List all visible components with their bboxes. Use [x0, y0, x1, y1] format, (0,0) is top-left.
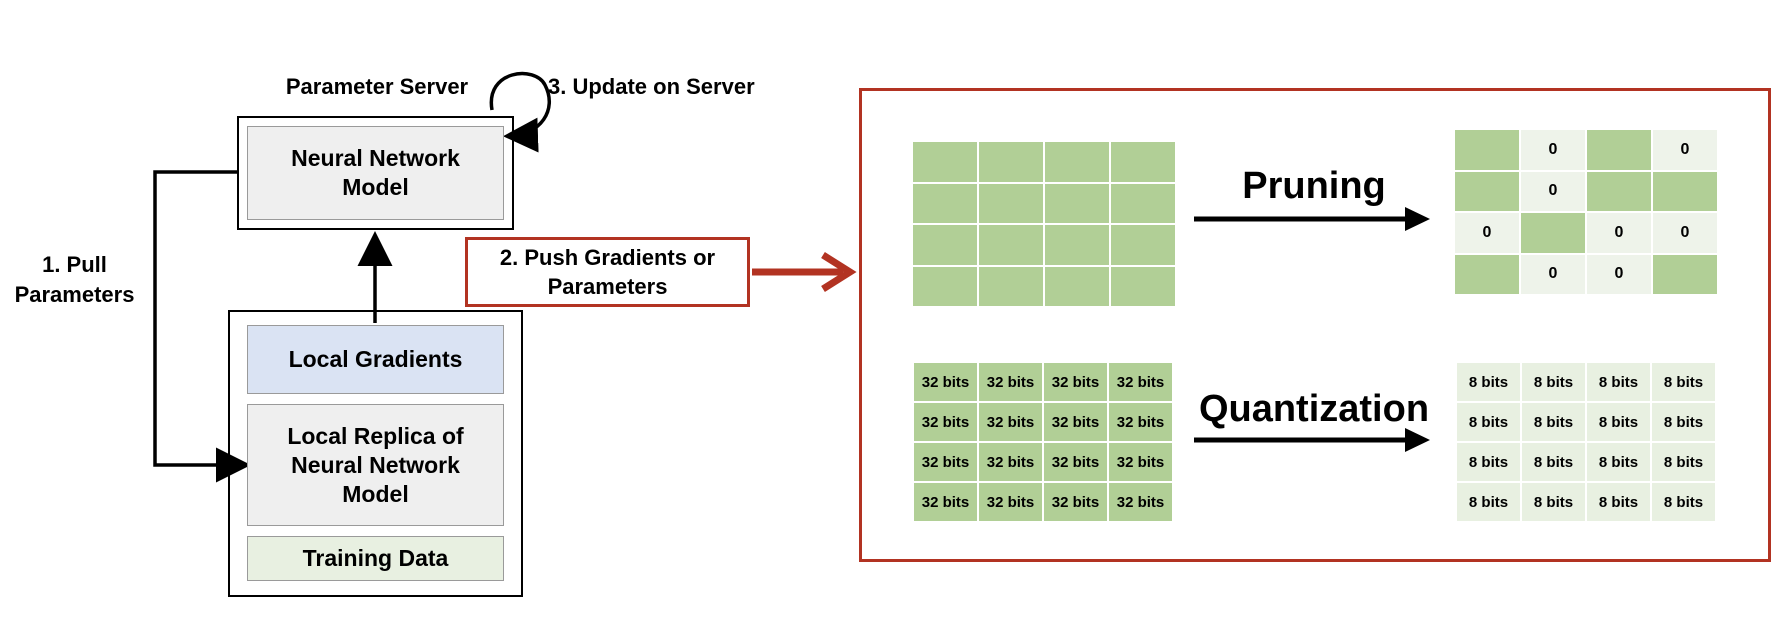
dense-cell	[1111, 142, 1175, 182]
dense-cell	[913, 142, 977, 182]
pruning-arrow-head	[1405, 207, 1430, 231]
dense-cell	[1111, 266, 1175, 306]
dense-cell	[979, 183, 1043, 223]
int8-cell: 8 bits	[1587, 403, 1650, 441]
int8-cell: 8 bits	[1457, 403, 1520, 441]
fp32-cell: 32 bits	[1109, 443, 1172, 481]
fp32-cell: 32 bits	[979, 443, 1042, 481]
pruned-cell: 0	[1587, 254, 1651, 294]
training-data-box: Training Data	[247, 536, 504, 581]
dense-cell	[913, 225, 977, 265]
int8-cell: 8 bits	[1522, 443, 1585, 481]
dense-cell	[979, 225, 1043, 265]
int8-cell: 8 bits	[1587, 363, 1650, 401]
local-replica-box: Local Replica of Neural Network Model	[247, 404, 504, 526]
pruned-cell	[1521, 213, 1585, 253]
push-gradients-box: 2. Push Gradients or Parameters	[465, 237, 750, 307]
int8-cell: 8 bits	[1652, 483, 1715, 521]
pruned-cell: 0	[1521, 254, 1585, 294]
pruned-cell	[1653, 171, 1717, 211]
pruned-cell: 0	[1587, 213, 1651, 253]
dense-cell	[1045, 183, 1109, 223]
int8-cell: 8 bits	[1522, 483, 1585, 521]
compression-panel	[859, 88, 1771, 562]
pruning-label: Pruning	[1242, 165, 1386, 207]
parameter-server-title: Parameter Server	[285, 74, 469, 99]
pruned-cell	[1587, 130, 1651, 170]
fp32-cell: 32 bits	[1044, 403, 1107, 441]
pruned-cell: 0	[1653, 213, 1717, 253]
fp32-cell: 32 bits	[1044, 363, 1107, 401]
fp32-cell: 32 bits	[914, 403, 977, 441]
quantization-arrow-head	[1405, 428, 1430, 452]
dense-matrix	[913, 142, 1175, 306]
push-arrow-head	[821, 252, 857, 292]
fp32-cell: 32 bits	[1109, 363, 1172, 401]
update-on-server-label: 3. Update on Server	[548, 74, 755, 99]
pruned-cell	[1455, 130, 1519, 170]
int8-cell: 8 bits	[1457, 483, 1520, 521]
worker-frame	[228, 310, 523, 597]
int8-cell: 8 bits	[1587, 443, 1650, 481]
int8-cell: 8 bits	[1652, 443, 1715, 481]
dense-cell	[913, 183, 977, 223]
fp32-cell: 32 bits	[979, 403, 1042, 441]
dense-cell	[913, 266, 977, 306]
server-model-box: Neural Network Model	[247, 126, 504, 220]
dense-cell	[1045, 266, 1109, 306]
fp32-cell: 32 bits	[1044, 443, 1107, 481]
pruned-cell: 0	[1521, 130, 1585, 170]
int8-cell: 8 bits	[1587, 483, 1650, 521]
update-loop-arrow	[489, 71, 551, 153]
dense-cell	[979, 266, 1043, 306]
int8-cell: 8 bits	[1457, 363, 1520, 401]
pruned-cell: 0	[1653, 130, 1717, 170]
dense-cell	[1045, 142, 1109, 182]
fp32-cell: 32 bits	[1044, 483, 1107, 521]
pull-parameters-label: 1. Pull Parameters	[14, 252, 135, 307]
dense-cell	[1045, 225, 1109, 265]
local-gradients-box: Local Gradients	[247, 325, 504, 394]
int8-cell: 8 bits	[1652, 363, 1715, 401]
dense-cell	[979, 142, 1043, 182]
pruned-cell	[1587, 171, 1651, 211]
quantization-label: Quantization	[1198, 388, 1430, 430]
int8-cell: 8 bits	[1522, 403, 1585, 441]
fp32-cell: 32 bits	[1109, 483, 1172, 521]
int8-cell: 8 bits	[1457, 443, 1520, 481]
dense-cell	[1111, 183, 1175, 223]
pull-arrow	[153, 170, 251, 483]
fp32-cell: 32 bits	[979, 363, 1042, 401]
fp32-cell: 32 bits	[914, 483, 977, 521]
pruned-cell	[1455, 171, 1519, 211]
fp32-cell: 32 bits	[914, 363, 977, 401]
pruned-cell	[1455, 254, 1519, 294]
pruned-cell	[1653, 254, 1717, 294]
int8-cell: 8 bits	[1652, 403, 1715, 441]
fp32-cell: 32 bits	[1109, 403, 1172, 441]
pruned-cell: 0	[1521, 171, 1585, 211]
pruned-cell: 0	[1455, 213, 1519, 253]
fp32-cell: 32 bits	[979, 483, 1042, 521]
dense-cell	[1111, 225, 1175, 265]
fp32-cell: 32 bits	[914, 443, 977, 481]
parameter-server-frame	[237, 116, 514, 230]
int8-cell: 8 bits	[1522, 363, 1585, 401]
